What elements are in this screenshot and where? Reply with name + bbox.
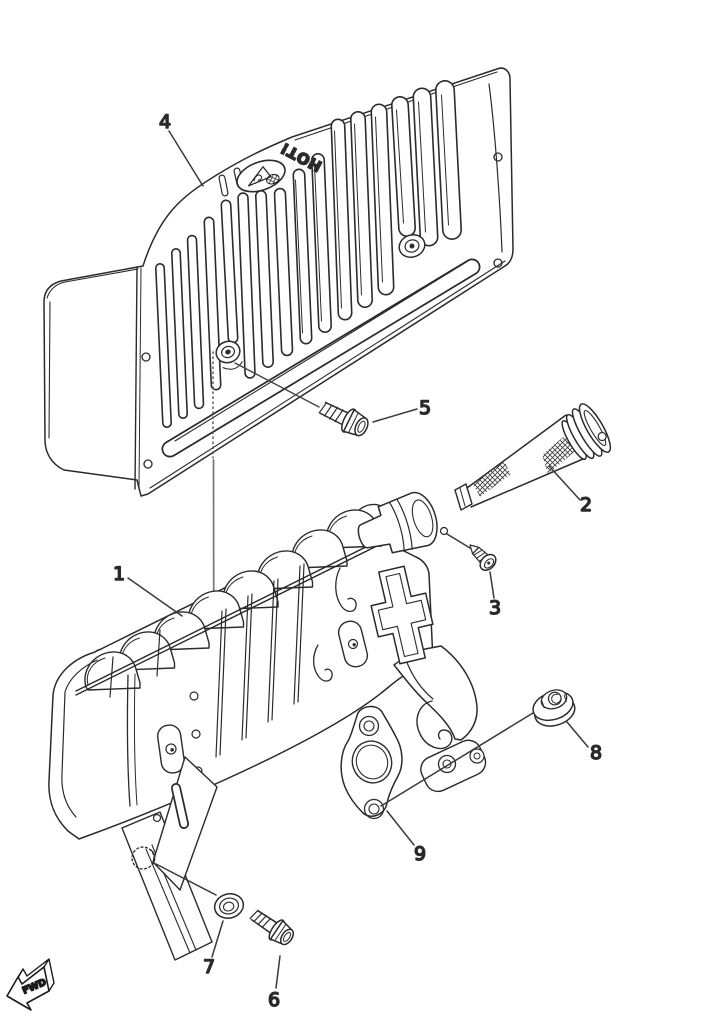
leader-1	[127, 577, 183, 617]
leader-5	[372, 408, 418, 423]
arrester-end-rings	[561, 403, 612, 460]
muffler-body-part-1	[48, 491, 487, 961]
cross-emboss	[370, 565, 434, 665]
leader-3	[489, 571, 495, 599]
washer-part-7	[213, 893, 245, 919]
muffler-bracket	[121, 756, 218, 961]
cover-recess-right	[398, 233, 426, 259]
callout-7[interactable]: 7	[202, 955, 216, 979]
spark-arrester-part-2	[454, 403, 612, 511]
cover-fins-inner	[156, 81, 461, 427]
exhaust-elbow	[393, 645, 487, 793]
cover-holes	[141, 152, 503, 469]
screw-part-3	[469, 544, 497, 572]
leader-lines	[127, 130, 589, 989]
flange-bolt-part-5	[318, 401, 369, 437]
leader-9	[386, 810, 415, 846]
leader-4	[168, 130, 204, 187]
callout-8[interactable]: 8	[589, 741, 603, 765]
bolt-pad-right	[337, 620, 369, 668]
mesh-patch	[473, 461, 511, 497]
heat-warning-emblem-icon	[236, 159, 286, 193]
leader-flange-nut	[380, 712, 534, 807]
muffler-outlet	[357, 491, 438, 554]
leader-outlet-screw	[446, 533, 471, 549]
leader-boss-washer	[155, 863, 217, 896]
callout-6[interactable]: 6	[267, 988, 281, 1012]
callout-3[interactable]: 3	[488, 596, 502, 620]
leader-8	[566, 721, 589, 748]
callout-5[interactable]: 5	[418, 396, 432, 420]
leader-7	[211, 920, 224, 958]
leader-2	[548, 465, 581, 501]
gasket-part-9	[340, 705, 403, 820]
fwd-arrow-icon: FWD	[6, 958, 55, 1011]
callout-2[interactable]: 2	[579, 493, 593, 517]
cover-slot	[161, 258, 481, 458]
callout-labels: 1 2 3 4 5 6 7 8 9	[112, 110, 603, 1012]
bolt-pad-left	[156, 724, 186, 774]
callout-4[interactable]: 4	[158, 110, 172, 134]
flange-bolt-part-6	[249, 909, 295, 946]
callout-9[interactable]: 9	[413, 842, 427, 866]
cover-fin-detail-lines	[295, 94, 449, 334]
muffler-protector-part: HOT!	[43, 67, 514, 497]
leader-6	[275, 955, 281, 989]
muffler-face-bands	[109, 563, 305, 758]
cover-mount-recess	[215, 340, 243, 370]
callout-1[interactable]: 1	[112, 562, 126, 586]
flange-nut-part-8	[532, 689, 576, 727]
